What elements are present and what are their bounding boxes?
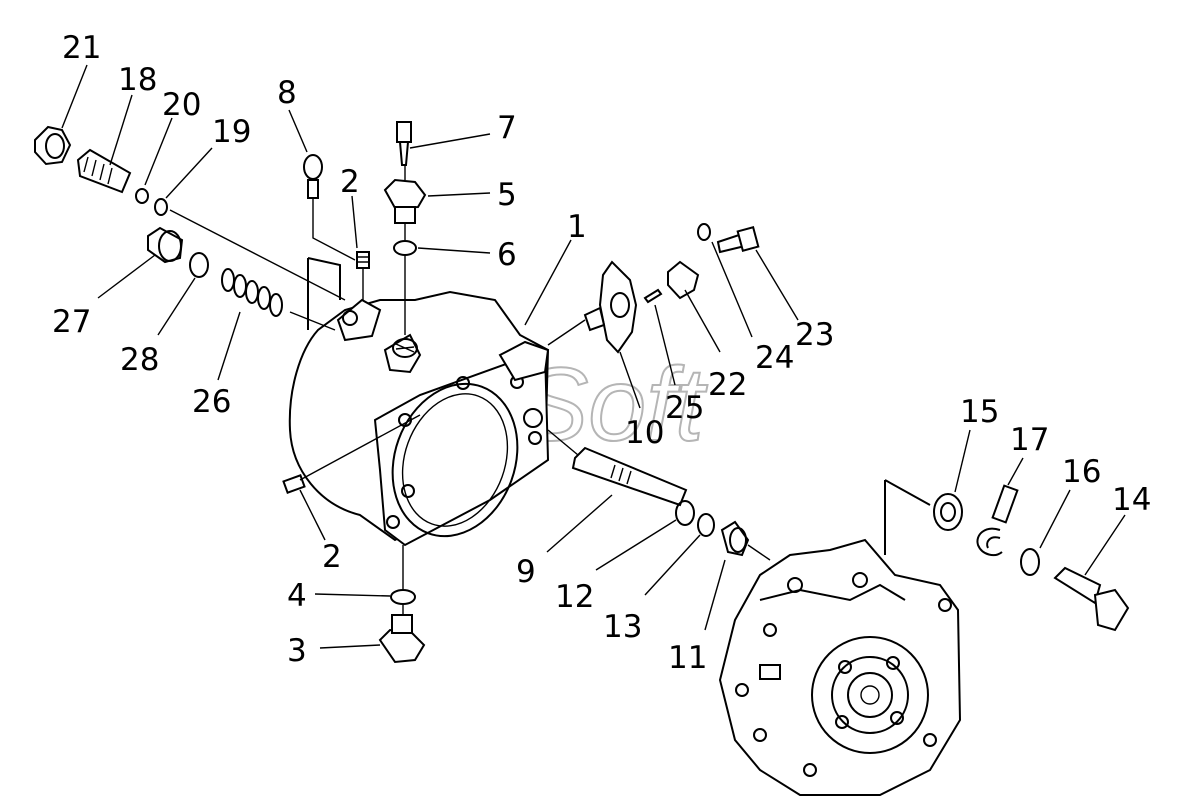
o-ring-4	[390, 589, 416, 605]
bearing-15	[933, 493, 963, 531]
pump-housing	[288, 257, 550, 547]
o-ring-19	[154, 198, 168, 216]
o-ring-28	[189, 252, 209, 278]
plug-27	[147, 226, 184, 264]
fitting-7	[396, 121, 412, 166]
callout-22: 22	[708, 367, 747, 403]
washer-24	[697, 223, 711, 241]
callout-7: 7	[497, 110, 517, 146]
assembly-lines	[169, 165, 771, 615]
plug-2-upper	[356, 251, 370, 269]
adjust-screw-18	[76, 148, 132, 194]
callout-1: 1	[567, 209, 587, 245]
callout-9: 9	[516, 554, 536, 590]
pin-17	[991, 484, 1019, 524]
valve-10	[583, 260, 638, 354]
callout-2-upper: 2	[340, 164, 360, 200]
o-ring-12	[675, 500, 695, 526]
callout-13: 13	[603, 609, 642, 645]
washer-16	[1020, 548, 1040, 576]
callout-21: 21	[62, 30, 101, 66]
backup-ring-13	[697, 513, 715, 537]
callout-19: 19	[212, 114, 251, 150]
piston-9	[571, 446, 688, 507]
callout-26: 26	[192, 384, 231, 420]
plug-2-lower	[282, 474, 306, 494]
pump-assembly	[718, 479, 962, 796]
callout-17: 17	[1010, 422, 1049, 458]
plug-3	[378, 614, 426, 664]
bracket-22	[667, 260, 700, 300]
callout-14: 14	[1112, 482, 1151, 518]
callout-23: 23	[795, 317, 834, 353]
leader-lines	[61, 64, 1126, 649]
snap-ring-17	[976, 527, 1003, 557]
callout-labels: 21 18 20 19 8 7 2 5 1 6 23 27 28 26 24 2…	[52, 30, 1151, 676]
eye-bolt-8	[303, 154, 323, 199]
callout-3: 3	[287, 633, 307, 669]
pin-25	[643, 288, 663, 304]
callout-8: 8	[277, 75, 297, 111]
bolt-14	[1053, 566, 1130, 632]
nut-21	[34, 125, 72, 166]
callout-18: 18	[118, 62, 157, 98]
callout-24: 24	[755, 340, 794, 376]
callout-27: 27	[52, 304, 91, 340]
plug-11	[720, 520, 750, 557]
callout-4: 4	[287, 578, 307, 614]
bolt-23	[716, 226, 760, 254]
callout-28: 28	[120, 342, 159, 378]
callout-16: 16	[1062, 454, 1101, 490]
callout-2-lower: 2	[322, 539, 342, 575]
callout-11: 11	[668, 640, 707, 676]
callout-5: 5	[497, 177, 517, 213]
callout-10: 10	[625, 415, 664, 451]
callout-12: 12	[555, 579, 594, 615]
plug-5	[383, 178, 427, 224]
callout-15: 15	[960, 394, 999, 430]
callout-25: 25	[665, 390, 704, 426]
callout-6: 6	[497, 237, 517, 273]
o-ring-6	[393, 240, 417, 256]
callout-20: 20	[162, 87, 201, 123]
spring-26	[221, 268, 283, 317]
o-ring-20	[135, 188, 149, 204]
